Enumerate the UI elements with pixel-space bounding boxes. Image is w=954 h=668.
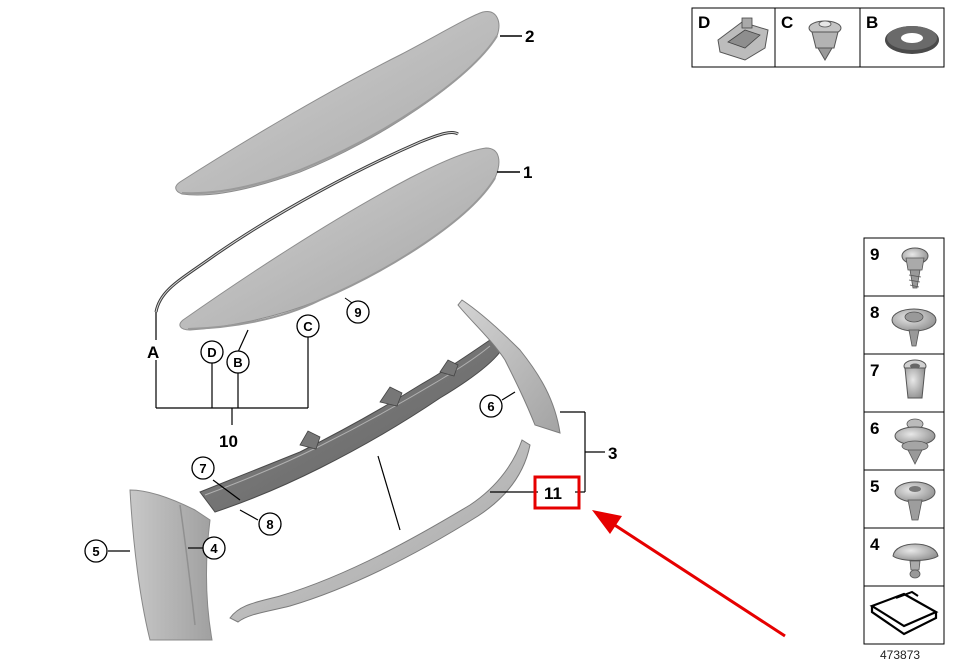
screw-icon (901, 247, 929, 289)
callout-circle-5: 5 (84, 539, 108, 563)
callout-1: 1 (523, 163, 532, 182)
callout-circle-7: 7 (191, 456, 215, 480)
callout-4: 4 (210, 541, 218, 556)
legend-side-table: 9 8 7 6 5 (863, 237, 945, 645)
callout-b: B (233, 355, 242, 370)
highlight-box-11 (533, 475, 581, 510)
callout-d: D (207, 345, 216, 360)
part-a-seal-strip (154, 130, 459, 313)
callout-6: 6 (487, 399, 494, 414)
document-number: 473873 (880, 648, 920, 662)
legend-side-label-7: 7 (870, 361, 879, 380)
part-5-pillar-trim (129, 489, 213, 641)
button-clip-icon (892, 543, 939, 579)
clip-nut-icon (717, 17, 769, 61)
plastic-nut-icon (903, 359, 927, 399)
callout-circle-6: 6 (479, 394, 503, 418)
legend-side-label-8: 8 (870, 303, 879, 322)
expanding-rivet-icon (808, 20, 842, 61)
callout-circle-8: 8 (258, 512, 282, 536)
callout-a: A (147, 343, 159, 362)
push-rivet-icon (894, 481, 936, 521)
legend-top-label-d: D (698, 13, 710, 32)
callout-c: C (303, 319, 313, 334)
leader-lines (108, 312, 605, 552)
red-pointer-arrow (592, 510, 786, 638)
flange-screw-icon (891, 308, 937, 347)
callout-circle-c: C (296, 314, 320, 338)
callout-5: 5 (92, 544, 99, 559)
callout-7: 7 (199, 461, 206, 476)
section-symbol-icon (869, 590, 939, 636)
callout-11: 11 (544, 484, 562, 503)
legend-side-label-5: 5 (870, 477, 879, 496)
part-2-upper-trim (175, 11, 522, 196)
callout-circle-4: 4 (202, 536, 226, 560)
callout-9: 9 (354, 305, 361, 320)
callout-circle-b: B (226, 350, 250, 374)
legend-side-label-9: 9 (870, 245, 879, 264)
legend-top-label-c: C (781, 13, 793, 32)
part-1-lower-trim (179, 147, 520, 331)
part-11-rail (229, 439, 531, 623)
callout-3: 3 (608, 444, 617, 463)
clip-icon (894, 418, 936, 465)
legend-top-table: D C B (691, 7, 945, 68)
callout-circle-9: 9 (346, 300, 370, 324)
part-3-carrier (199, 299, 561, 513)
callout-2: 2 (525, 27, 534, 46)
legend-side-label-4: 4 (870, 535, 880, 554)
legend-top-label-b: B (866, 13, 878, 32)
legend-side-label-6: 6 (870, 419, 879, 438)
callout-8: 8 (266, 517, 273, 532)
callout-circle-d: D (200, 340, 224, 364)
callout-10: 10 (219, 432, 238, 451)
washer-icon (885, 26, 939, 54)
